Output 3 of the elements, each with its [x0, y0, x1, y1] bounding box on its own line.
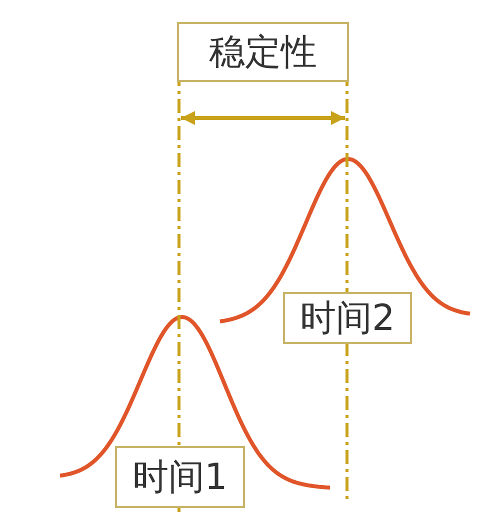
- label-box: 时间2: [283, 292, 412, 344]
- label-box: 稳定性: [177, 22, 349, 82]
- label-box: 时间1: [115, 446, 245, 508]
